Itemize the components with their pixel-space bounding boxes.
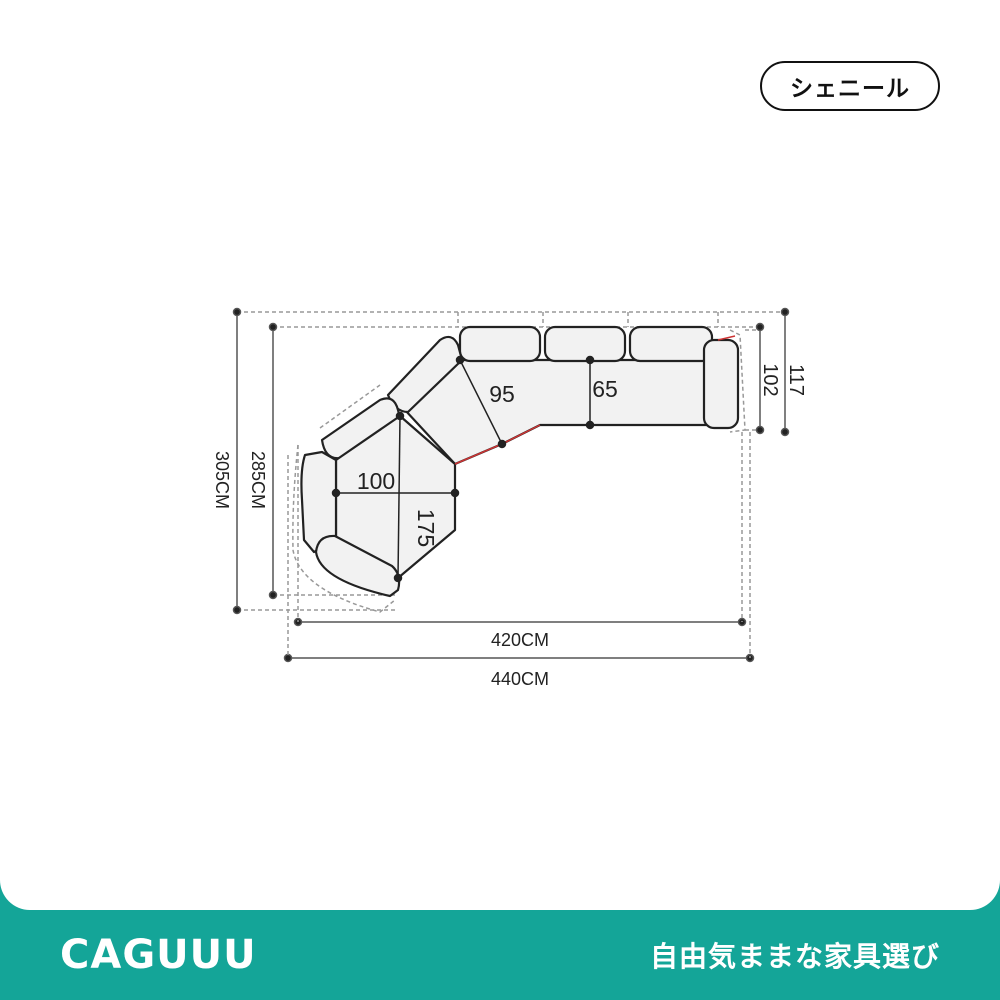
backrest-3 — [628, 325, 714, 363]
label-420cm: 420CM — [491, 630, 549, 650]
footer-bar: CAGUUU 自由気ままな家具選び — [0, 880, 1000, 1000]
label-95: 95 — [489, 381, 515, 407]
label-100: 100 — [357, 468, 395, 494]
label-285cm: 285CM — [248, 451, 268, 509]
interior-measure-lines — [331, 355, 595, 583]
straight-seat-base — [403, 358, 720, 466]
label-65: 65 — [592, 376, 618, 402]
dashed-outline — [237, 311, 785, 613]
material-badge: シェニール — [760, 61, 940, 111]
outer-measure-lines — [232, 307, 790, 663]
right-armrest — [702, 338, 740, 430]
label-175: 175 — [413, 509, 439, 547]
left-armrest — [300, 450, 338, 554]
brand-logo: CAGUUU — [60, 932, 257, 978]
label-305cm: 305CM — [212, 451, 232, 509]
sofa-modules — [300, 325, 740, 598]
label-440cm: 440CM — [491, 669, 549, 689]
brand-tagline: 自由気ままな家具選び — [649, 940, 940, 973]
label-102: 102 — [759, 363, 781, 396]
backrest-1 — [458, 325, 542, 363]
backrest-2 — [543, 325, 627, 363]
accent-seam-right — [717, 335, 736, 341]
label-117: 117 — [785, 364, 807, 396]
